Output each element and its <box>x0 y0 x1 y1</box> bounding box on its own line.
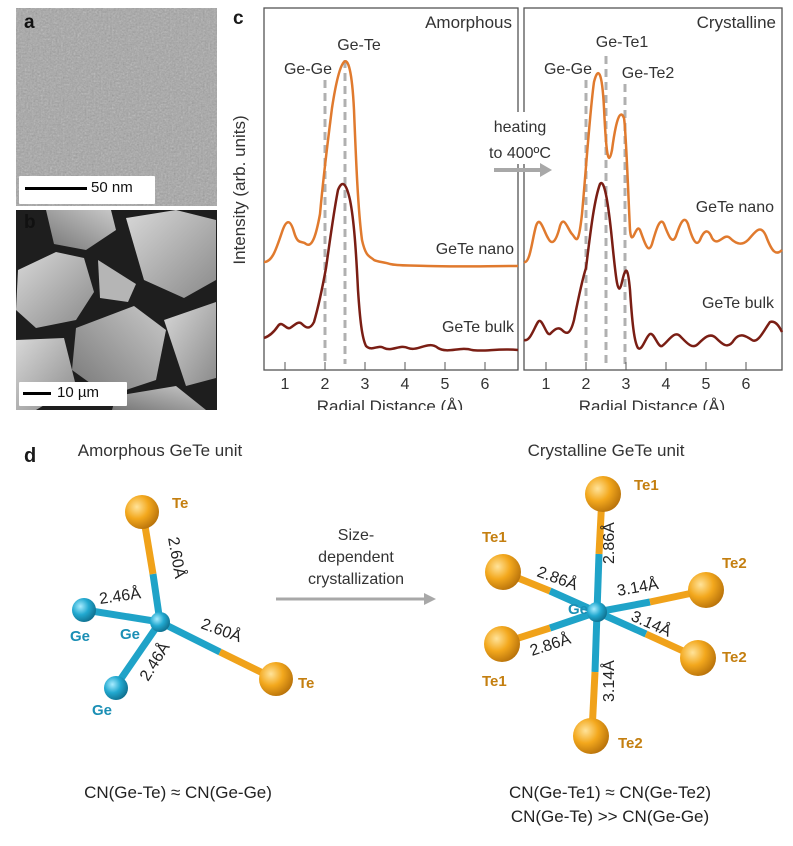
cn-crystalline-2: CN(Ge-Te) >> CN(Ge-Ge) <box>511 807 709 826</box>
amorphous-title: Amorphous <box>425 13 512 32</box>
amorphous-ge-bottom-label: Ge <box>92 702 112 719</box>
panel-d-letter: d <box>24 445 36 467</box>
crystalline-ge-center-label: Ge <box>568 601 588 618</box>
crystalline-bond-top: 2.86Å <box>599 522 618 564</box>
te-atom-right <box>259 662 293 696</box>
crystalline-bulk-label: GeTe bulk <box>702 295 775 312</box>
te1-atom-left-upper <box>485 554 521 590</box>
crystalline-te1-top-label: Te1 <box>634 477 659 494</box>
panel-c-letter: c <box>233 8 244 29</box>
amorphous-nano-curve <box>263 60 519 268</box>
ge-atom-bottom <box>104 676 128 700</box>
crystalline-title: Crystalline <box>697 13 776 32</box>
xtick-a-5: 5 <box>441 376 450 393</box>
crystalline-te1-left-upper-label: Te1 <box>482 529 507 546</box>
peak-label-ge-te-amorphous: Ge-Te <box>337 37 381 54</box>
heating-arrow-head <box>540 163 552 177</box>
heating-label-2: to 400ºC <box>489 145 551 162</box>
xtick-c-6: 6 <box>742 376 751 393</box>
panel-b-letter: b <box>24 212 36 233</box>
crystalline-frame <box>523 7 783 371</box>
arrow-text-1: Size- <box>338 527 374 544</box>
amorphous-bulk-label: GeTe bulk <box>442 319 515 336</box>
scalebar-box-b: 10 µm <box>19 382 127 406</box>
heating-label-1: heating <box>494 119 547 136</box>
peak-label-ge-te1-crystalline: Ge-Te1 <box>596 34 649 51</box>
xtick-c-3: 3 <box>622 376 631 393</box>
xtick-a-2: 2 <box>321 376 330 393</box>
peak-label-ge-ge-amorphous: Ge-Ge <box>284 61 332 78</box>
crystalline-unit-title: Crystalline GeTe unit <box>528 441 685 460</box>
cn-crystalline-1: CN(Ge-Te1) ≈ CN(Ge-Te2) <box>509 783 711 802</box>
scalebar-label-a: 50 nm <box>91 179 133 196</box>
pdf-chart: Intensity (arb. units) Amorphous Crystal… <box>230 7 784 410</box>
scalebar-box-a: 50 nm <box>19 176 155 204</box>
crystalline-bond-upper-right: 3.14Å <box>615 574 660 600</box>
xtick-a-1: 1 <box>281 376 290 393</box>
structure-diagram: d Amorphous GeTe unit Crystalline GeTe u… <box>24 441 747 826</box>
amorphous-ge-left-label: Ge <box>70 628 90 645</box>
crystalline-bond-bottom: 3.14Å <box>599 660 618 702</box>
crystalline-te2-right-upper-label: Te2 <box>722 555 747 572</box>
scalebar-line-a <box>25 187 87 190</box>
x-ticks-crystalline <box>545 362 747 370</box>
crystalline-unit <box>484 476 724 754</box>
te-atom-top <box>125 495 159 529</box>
heating-label-bg <box>472 112 568 164</box>
crystalline-te2-bottom-label: Te2 <box>618 735 643 752</box>
arrow-text-3: crystallization <box>308 571 404 588</box>
xtick-c-1: 1 <box>542 376 551 393</box>
panel-a-letter: a <box>24 12 35 33</box>
amorphous-bond-te-top: 2.60Å <box>164 535 190 580</box>
amorphous-te-top-label: Te <box>172 495 188 512</box>
crystalline-bulk-curve <box>523 181 784 350</box>
crystalline-te2-right-lower-label: Te2 <box>722 649 747 666</box>
crystalline-nano-label: GeTe nano <box>696 199 774 216</box>
peak-label-ge-te2-crystalline: Ge-Te2 <box>622 65 675 82</box>
amorphous-unit <box>72 495 293 700</box>
xtick-a-4: 4 <box>401 376 410 393</box>
te2-atom-right-lower <box>680 640 716 676</box>
scalebar-line-b <box>23 392 51 395</box>
te1-atom-top <box>585 476 621 512</box>
ge-atom-crystalline-center <box>587 602 607 622</box>
cn-amorphous: CN(Ge-Te) ≈ CN(Ge-Ge) <box>84 783 272 802</box>
amorphous-bulk-curve <box>263 182 519 352</box>
amorphous-unit-title: Amorphous GeTe unit <box>78 441 243 460</box>
tem-image: a 50 nm <box>16 8 217 206</box>
te1-atom-left-lower <box>484 626 520 662</box>
ge-atom-center <box>150 612 170 632</box>
y-axis-label: Intensity (arb. units) <box>230 115 249 264</box>
xtick-a-6: 6 <box>481 376 490 393</box>
arrow-text-2: dependent <box>318 549 394 566</box>
xtick-c-4: 4 <box>662 376 671 393</box>
ge-atom-left <box>72 598 96 622</box>
x-ticks-amorphous <box>284 362 486 370</box>
x-axis-label-amorphous: Radial Distance (Å) <box>317 397 463 410</box>
te2-atom-right-upper <box>688 572 724 608</box>
crystalline-nano-curve <box>523 71 783 264</box>
amorphous-ge-center-label: Ge <box>120 626 140 643</box>
amorphous-frame <box>263 7 519 371</box>
xtick-c-5: 5 <box>702 376 711 393</box>
x-axis-label-crystalline: Radial Distance (Å) <box>579 397 725 410</box>
amorphous-nano-label: GeTe nano <box>436 241 514 258</box>
amorphous-bond-ge-left: 2.46Å <box>98 583 142 608</box>
tem-texture <box>16 8 217 206</box>
scalebar-label-b: 10 µm <box>57 384 99 401</box>
crystallization-arrow-head <box>424 593 436 605</box>
peak-label-ge-ge-crystalline: Ge-Ge <box>544 61 592 78</box>
xtick-a-3: 3 <box>361 376 370 393</box>
crystalline-te1-left-lower-label: Te1 <box>482 673 507 690</box>
amorphous-te-right-label: Te <box>298 675 314 692</box>
sem-image: b 10 µm <box>16 210 217 410</box>
sem-flakes <box>16 210 216 410</box>
xtick-c-2: 2 <box>582 376 591 393</box>
te2-atom-bottom <box>573 718 609 754</box>
